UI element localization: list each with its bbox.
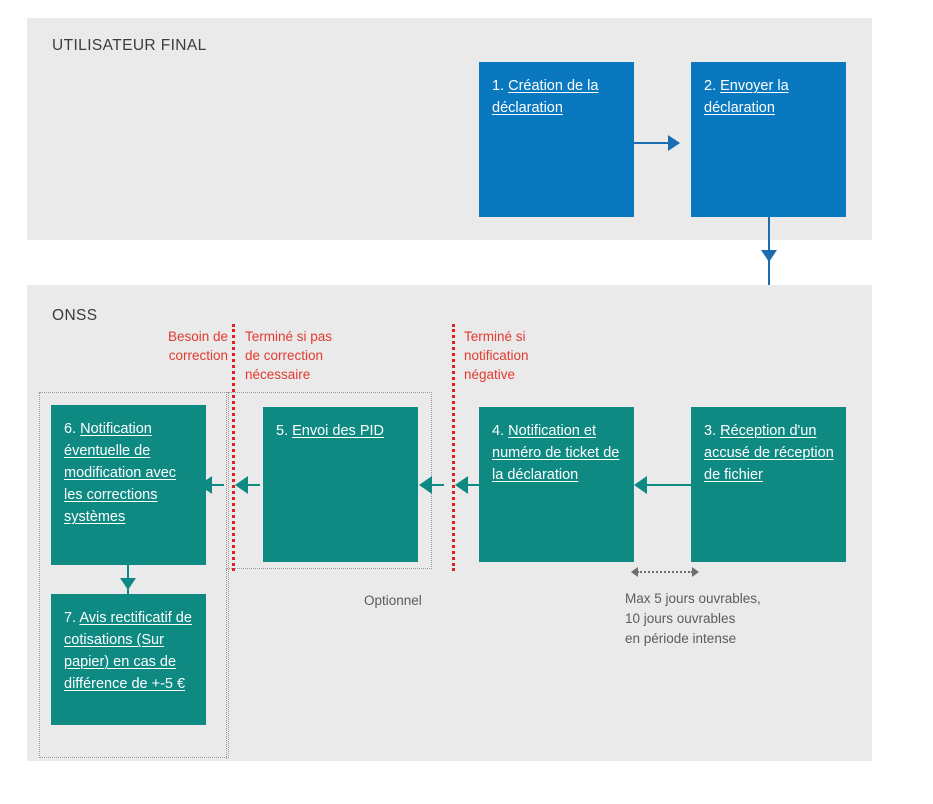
node-4-notification-numero-ticket[interactable]: 4. Notification et numéro de ticket de l…	[479, 407, 634, 562]
connector-4-to-5-arrowhead-right	[455, 476, 468, 494]
label-termine-si-notification-negative: Terminé si notification négative	[464, 329, 529, 382]
connector-4-to-5-line-right	[466, 484, 480, 486]
label-termine-si-pas-de-correction: Terminé si pas de correction nécessaire	[245, 329, 333, 382]
node-7-number: 7.	[64, 610, 77, 626]
connector-4-to-5-line-left	[430, 484, 444, 486]
connector-2-to-3-arrowhead	[761, 250, 777, 262]
guide-done-no-correction	[452, 324, 455, 571]
node-6-notification-modification[interactable]: 6. Notification éventuelle de modificati…	[51, 405, 206, 565]
node-5-number: 5.	[276, 423, 289, 439]
node-3-number: 3.	[704, 423, 717, 439]
note-optionnel: Optionnel	[364, 593, 422, 608]
connector-5-to-6-arrowhead-left	[199, 476, 212, 494]
label-besoin-de-correction: Besoin de correction	[167, 329, 228, 363]
note-deadline: Max 5 jours ouvrables, 10 jours ouvrable…	[625, 591, 761, 646]
span-marker-deadline	[631, 567, 699, 577]
lane-title-utilisateur-final: UTILISATEUR FINAL	[52, 37, 207, 54]
lane-title-onss: ONSS	[52, 307, 98, 324]
node-4-number: 4.	[492, 423, 505, 439]
span-marker-bar	[637, 571, 693, 573]
node-6-label: Notification éventuelle de modification …	[64, 421, 177, 525]
node-5-label: Envoi des PID	[292, 423, 385, 439]
node-2-label: Envoyer la déclaration	[704, 78, 789, 116]
span-marker-left-cap	[631, 567, 638, 577]
node-7-label: Avis rectificatif de cotisations (Sur pa…	[64, 610, 192, 692]
node-5-envoi-des-pid[interactable]: 5. Envoi des PID	[263, 407, 418, 562]
connector-3-to-4-line	[645, 484, 691, 486]
connector-5-to-6-line-right	[246, 484, 260, 486]
span-marker-right-cap	[692, 567, 699, 577]
node-7-avis-rectificatif[interactable]: 7. Avis rectificatif de cotisations (Sur…	[51, 594, 206, 725]
guide-correction-needed	[232, 324, 235, 571]
connector-3-to-4-arrowhead	[634, 476, 647, 494]
node-1-number: 1.	[492, 78, 505, 94]
node-6-number: 6.	[64, 421, 77, 437]
node-4-label: Notification et numéro de ticket de la d…	[492, 423, 620, 483]
connector-6-to-7-arrowhead	[120, 578, 136, 590]
group-outline-notification-column	[39, 392, 229, 758]
connector-1-to-2-arrowhead	[668, 135, 680, 151]
connector-5-to-6-line-left	[210, 484, 224, 486]
node-2-number: 2.	[704, 78, 717, 94]
connector-1-to-2-line	[634, 142, 679, 144]
node-1-label: Création de la déclaration	[492, 78, 599, 116]
node-2-envoyer-declaration[interactable]: 2. Envoyer la déclaration	[691, 62, 846, 217]
node-1-creation-declaration[interactable]: 1. Création de la déclaration	[479, 62, 634, 217]
node-3-reception-accuse[interactable]: 3. Réception d'un accusé de réception de…	[691, 407, 846, 562]
group-outline-optional-extension	[226, 569, 227, 759]
connector-4-to-5-arrowhead-left	[419, 476, 432, 494]
node-3-label: Réception d'un accusé de réception de fi…	[704, 423, 834, 483]
connector-5-to-6-arrowhead-right	[235, 476, 248, 494]
